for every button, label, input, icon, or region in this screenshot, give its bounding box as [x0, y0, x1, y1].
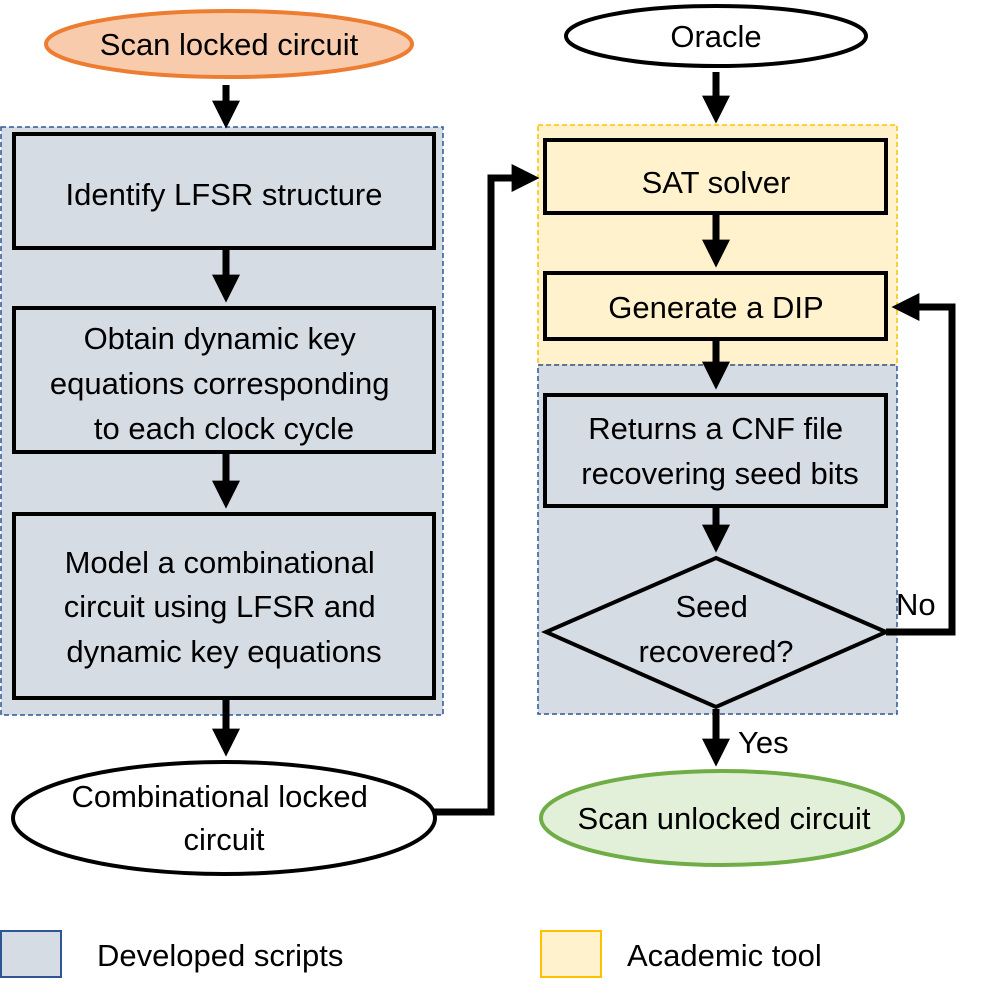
generate-dip-box — [543, 271, 888, 341]
seed-recovered-label: Seed recovered? — [638, 589, 793, 669]
cnf-file-box — [543, 393, 888, 508]
identify-lfsr-box — [12, 132, 436, 250]
legend-tool-swatch — [540, 930, 602, 978]
identify-lfsr-label: Identify LFSR structure — [65, 177, 382, 212]
cnf-file-label: Returns a CNF file recovering seed bits — [581, 411, 858, 491]
model-combinational-label: Model a combinational circuit using LFSR… — [64, 545, 385, 669]
start-label: Scan locked circuit — [100, 27, 359, 62]
sat-solver-box — [543, 138, 888, 215]
yes-label: Yes — [738, 725, 789, 760]
model-combinational-box — [12, 512, 436, 700]
arrow-no-loop — [886, 293, 956, 636]
legend-scripts-label: Developed scripts — [97, 938, 343, 973]
dynamic-key-box — [12, 306, 436, 454]
arrow-output-to-sat — [434, 164, 540, 816]
legend-tool-label: Academic tool — [627, 938, 822, 973]
end-node — [539, 769, 905, 867]
sat-solver-label: SAT solver — [642, 165, 791, 200]
combinational-locked-node — [11, 760, 437, 876]
end-label: Scan unlocked circuit — [578, 801, 871, 836]
start-node — [44, 9, 414, 79]
generate-dip-label: Generate a DIP — [608, 290, 823, 325]
combinational-locked-label: Combinational locked circuit — [71, 779, 376, 857]
seed-recovered-decision — [541, 555, 891, 710]
dynamic-key-label: Obtain dynamic key equations correspondi… — [50, 321, 398, 446]
oracle-node — [564, 4, 868, 68]
no-label: No — [896, 587, 936, 622]
legend-scripts-swatch — [0, 930, 62, 978]
oracle-label: Oracle — [670, 19, 761, 54]
